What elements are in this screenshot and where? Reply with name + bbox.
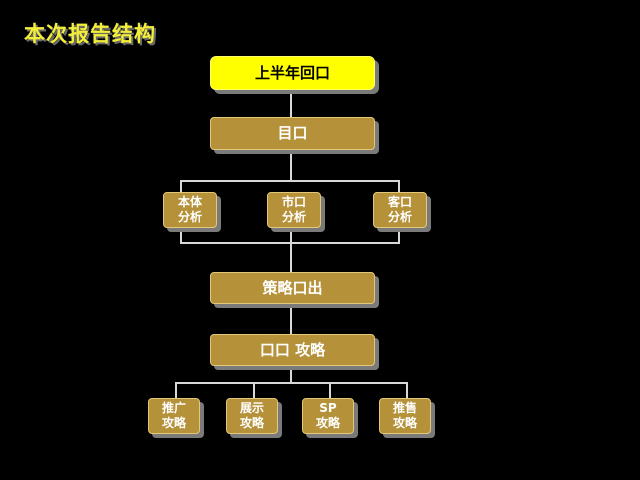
connector-tactic-4 (406, 382, 408, 398)
connector-tactic-2 (253, 382, 255, 398)
analysis-node-1: 本体 分析 (163, 192, 217, 228)
analysis-node-2-line2: 分析 (281, 210, 306, 224)
tactic-node-1-line1: 推广 (161, 401, 186, 415)
level1-node: 目口 (210, 117, 375, 150)
tactic-node-2-line2: 攻略 (239, 416, 264, 430)
connector-analysis-to-strategy-out (290, 242, 292, 272)
tactic-node-2-line1: 展示 (239, 401, 264, 415)
analysis-node-2: 市口 分析 (267, 192, 321, 228)
analysis-node-1-line1: 本体 (177, 195, 202, 209)
tactic-node-3: SP 攻略 (302, 398, 354, 434)
connector-tactic-1 (175, 382, 177, 398)
tactic-node-1: 推广 攻略 (148, 398, 200, 434)
analysis-node-3-line2: 分析 (387, 210, 412, 224)
analysis-node-2-line1: 市口 (281, 195, 306, 209)
connector-analysis-top-bar (180, 180, 400, 182)
connector-level1-down (290, 150, 292, 182)
tactic-node-1-line2: 攻略 (161, 416, 186, 430)
analysis-node-3-line1: 客口 (387, 195, 412, 209)
tactic-node-4-line1: 推售 (392, 401, 417, 415)
connector-analysis-1-bottom (180, 228, 182, 244)
tactic-node-4-line2: 攻略 (392, 416, 417, 430)
strategy-out-node: 策略口出 (210, 272, 375, 304)
connector-tactic-3 (329, 382, 331, 398)
connector-analysis-2-bottom (290, 228, 292, 244)
tactic-node-2: 展示 攻略 (226, 398, 278, 434)
tactic-node-3-line2: 攻略 (315, 416, 340, 430)
strategy-node: 口口 攻略 (210, 334, 375, 366)
connector-strategy-out-to-strategy (290, 304, 292, 334)
connector-analysis-3-bottom (398, 228, 400, 244)
root-node-label: 上半年回口 (254, 63, 330, 82)
tactic-node-3-line1: SP (319, 401, 337, 415)
tactic-node-4: 推售 攻略 (379, 398, 431, 434)
connector-strategy-down (290, 366, 292, 384)
level1-node-label: 目口 (277, 124, 308, 143)
strategy-out-node-label: 策略口出 (262, 278, 323, 297)
strategy-node-label: 口口 攻略 (259, 340, 326, 359)
analysis-node-1-line2: 分析 (177, 210, 202, 224)
connector-root-level1 (290, 90, 292, 117)
analysis-node-3: 客口 分析 (373, 192, 427, 228)
root-node: 上半年回口 (210, 56, 375, 90)
connector-analysis-3-top (398, 180, 400, 192)
connector-analysis-1-top (180, 180, 182, 192)
page-title: 本次报告结构 (24, 22, 156, 46)
connector-tactics-bar (175, 382, 408, 384)
